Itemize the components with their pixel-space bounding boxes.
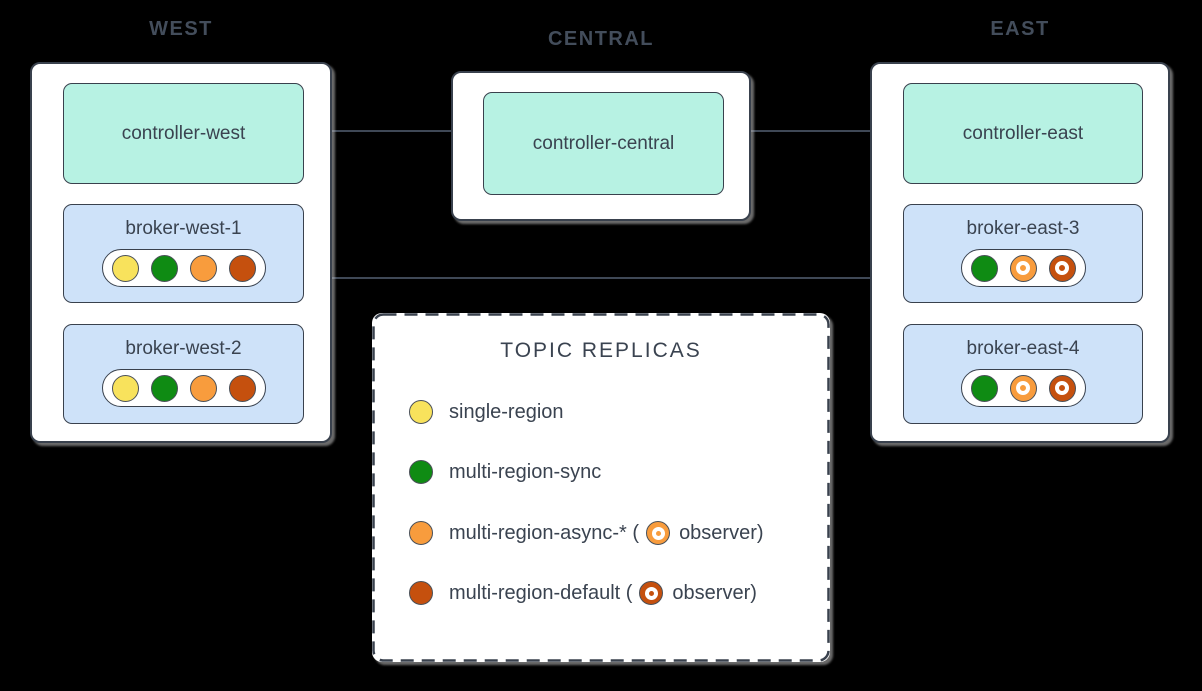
multi-region-sync-dot-icon <box>409 460 433 484</box>
legend-item-multi-region-async: multi-region-async-* ( observer) <box>409 521 764 545</box>
legend-item-suffix: observer) <box>672 581 757 604</box>
replica-dot-multi-region-async-observer <box>1009 374 1037 402</box>
node-broker-east-3: broker-east-3 <box>903 204 1143 303</box>
replica-dot-single-region <box>111 374 139 402</box>
node-controller-east: controller-east <box>903 83 1143 184</box>
replica-dot-single-region <box>111 254 139 282</box>
replica-pill-broker-west-1 <box>101 249 266 287</box>
legend-item-multi-region-default: multi-region-default ( observer) <box>409 581 757 605</box>
region-container-east: controller-east broker-east-3 broker-eas… <box>870 62 1170 443</box>
broker-west-1-label: broker-west-1 <box>125 218 242 239</box>
node-broker-east-4: broker-east-4 <box>903 324 1143 424</box>
replica-dot-multi-region-default-observer <box>1048 374 1076 402</box>
replica-dot-multi-region-default <box>228 374 256 402</box>
replica-pill-broker-west-2 <box>101 369 266 407</box>
connection-line-central-east <box>751 130 870 132</box>
controller-west-label: controller-west <box>121 122 246 144</box>
multi-region-async-dot-icon <box>409 521 433 545</box>
legend-item-suffix: observer) <box>679 521 764 544</box>
replica-pill-broker-east-3 <box>960 249 1086 287</box>
legend-dashed-border <box>372 313 830 662</box>
connection-line-west-east <box>332 277 870 279</box>
region-label-east: EAST <box>990 18 1050 40</box>
legend-item-multi-region-sync: multi-region-sync <box>409 460 601 484</box>
replica-dot-multi-region-async <box>189 254 217 282</box>
controller-central-label: controller-central <box>532 132 675 154</box>
legend-item-label: multi-region-sync <box>449 460 602 483</box>
region-container-west: controller-west broker-west-1 broker-wes… <box>30 62 332 443</box>
node-broker-west-2: broker-west-2 <box>63 324 304 424</box>
broker-east-4-label: broker-east-4 <box>966 338 1080 359</box>
legend-item-single-region: single-region <box>409 400 564 424</box>
replica-dot-multi-region-sync <box>150 374 178 402</box>
legend-item-label: multi-region-async-* ( <box>449 521 640 544</box>
single-region-dot-icon <box>409 400 433 424</box>
replica-dot-multi-region-default <box>228 254 256 282</box>
region-label-west: WEST <box>149 18 213 40</box>
legend-item-label: single-region <box>449 400 564 423</box>
node-controller-west: controller-west <box>63 83 304 184</box>
broker-west-2-label: broker-west-2 <box>125 338 242 359</box>
replica-dot-multi-region-default-observer <box>1048 254 1076 282</box>
legend-title: TOPIC REPLICAS <box>500 339 702 362</box>
replica-dot-multi-region-sync <box>970 254 998 282</box>
replica-pill-broker-east-4 <box>960 369 1086 407</box>
observer-dot-icon <box>639 581 664 605</box>
replica-dot-multi-region-async-observer <box>1009 254 1037 282</box>
replica-dot-multi-region-sync <box>970 374 998 402</box>
controller-east-label: controller-east <box>962 122 1084 144</box>
multi-region-default-dot-icon <box>409 581 433 605</box>
region-label-central: CENTRAL <box>547 28 655 50</box>
region-container-central: controller-central <box>451 71 751 221</box>
node-broker-west-1: broker-west-1 <box>63 204 304 303</box>
replica-dot-multi-region-sync <box>150 254 178 282</box>
broker-east-3-label: broker-east-3 <box>966 218 1080 239</box>
node-controller-central: controller-central <box>483 92 724 195</box>
legend-box: TOPIC REPLICAS single-region multi-regio… <box>372 313 830 662</box>
connection-line-west-central <box>332 130 451 132</box>
replica-dot-multi-region-async <box>189 374 217 402</box>
observer-dot-icon <box>646 521 671 545</box>
legend-item-label: multi-region-default ( <box>449 581 633 604</box>
